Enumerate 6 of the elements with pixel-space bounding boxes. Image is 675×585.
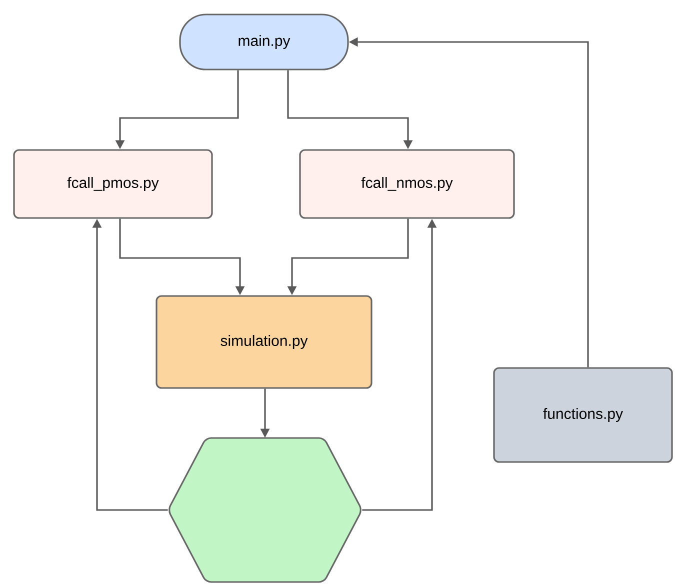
process-box: functions.py — [493, 367, 673, 463]
process-box: main.py — [179, 14, 349, 70]
process-box: fcall_nmos.py — [299, 149, 515, 219]
process-box: simulation.py — [156, 295, 372, 389]
process-box: fcall_pmos.py — [13, 149, 213, 219]
hexagon — [168, 437, 362, 583]
